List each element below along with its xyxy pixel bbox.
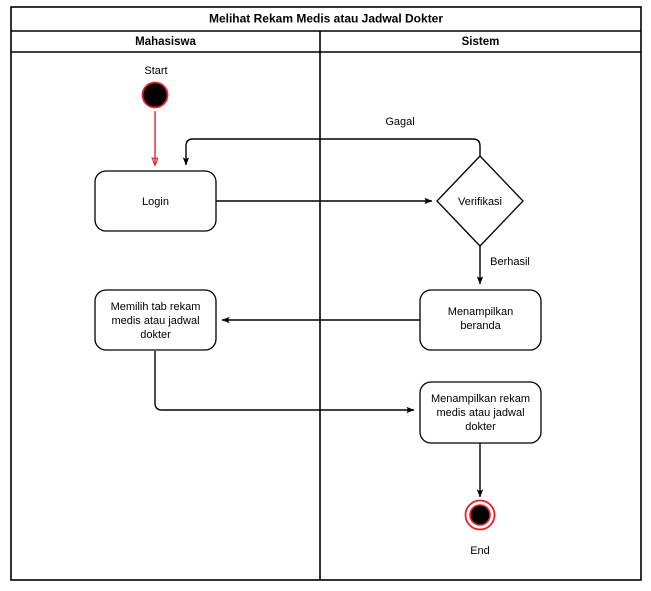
node-memilih-line-2: dokter bbox=[140, 329, 171, 341]
node-rekam-line-0: Menampilkan rekam bbox=[431, 393, 530, 405]
node-start[interactable]: Start bbox=[141, 65, 169, 109]
edge-label-berhasil: Berhasil bbox=[490, 256, 530, 268]
node-menampilkan-beranda[interactable]: Menampilkan beranda bbox=[419, 289, 542, 351]
node-verifikasi[interactable]: Verifikasi bbox=[436, 155, 524, 247]
end-label: End bbox=[470, 545, 490, 557]
final-node-icon bbox=[469, 504, 491, 526]
node-login[interactable]: Login bbox=[94, 170, 217, 232]
diagram-title: Melihat Rekam Medis atau Jadwal Dokter bbox=[209, 12, 443, 26]
edge-verifikasi-login: Gagal bbox=[182, 116, 481, 166]
edge-verifikasi-beranda: Berhasil bbox=[476, 246, 530, 285]
edge-label-gagal: Gagal bbox=[385, 116, 414, 128]
node-memilih-line-1: medis atau jadwal bbox=[111, 315, 199, 327]
node-menampilkan-rekam[interactable]: Menampilkan rekam medis atau jadwal dokt… bbox=[419, 381, 542, 444]
node-rekam-line-1: medis atau jadwal bbox=[436, 407, 524, 419]
node-end[interactable]: End bbox=[464, 499, 496, 558]
node-rekam-line-2: dokter bbox=[465, 421, 496, 433]
node-verifikasi-line-0: Verifikasi bbox=[458, 196, 502, 208]
start-label: Start bbox=[144, 65, 167, 77]
lane-header-sistem: Sistem bbox=[462, 36, 500, 48]
node-beranda-line-0: Menampilkan bbox=[448, 306, 513, 318]
node-login-line-0: Login bbox=[142, 196, 169, 208]
initial-node-icon bbox=[141, 81, 169, 109]
lane-header-mahasiswa: Mahasiswa bbox=[135, 36, 196, 48]
edge-memilih-rekam bbox=[154, 351, 415, 414]
node-memilih-line-0: Memilih tab rekam bbox=[111, 301, 201, 313]
node-memilih-tab[interactable]: Memilih tab rekam medis atau jadwal dokt… bbox=[94, 289, 217, 351]
node-beranda-line-1: beranda bbox=[460, 320, 501, 332]
